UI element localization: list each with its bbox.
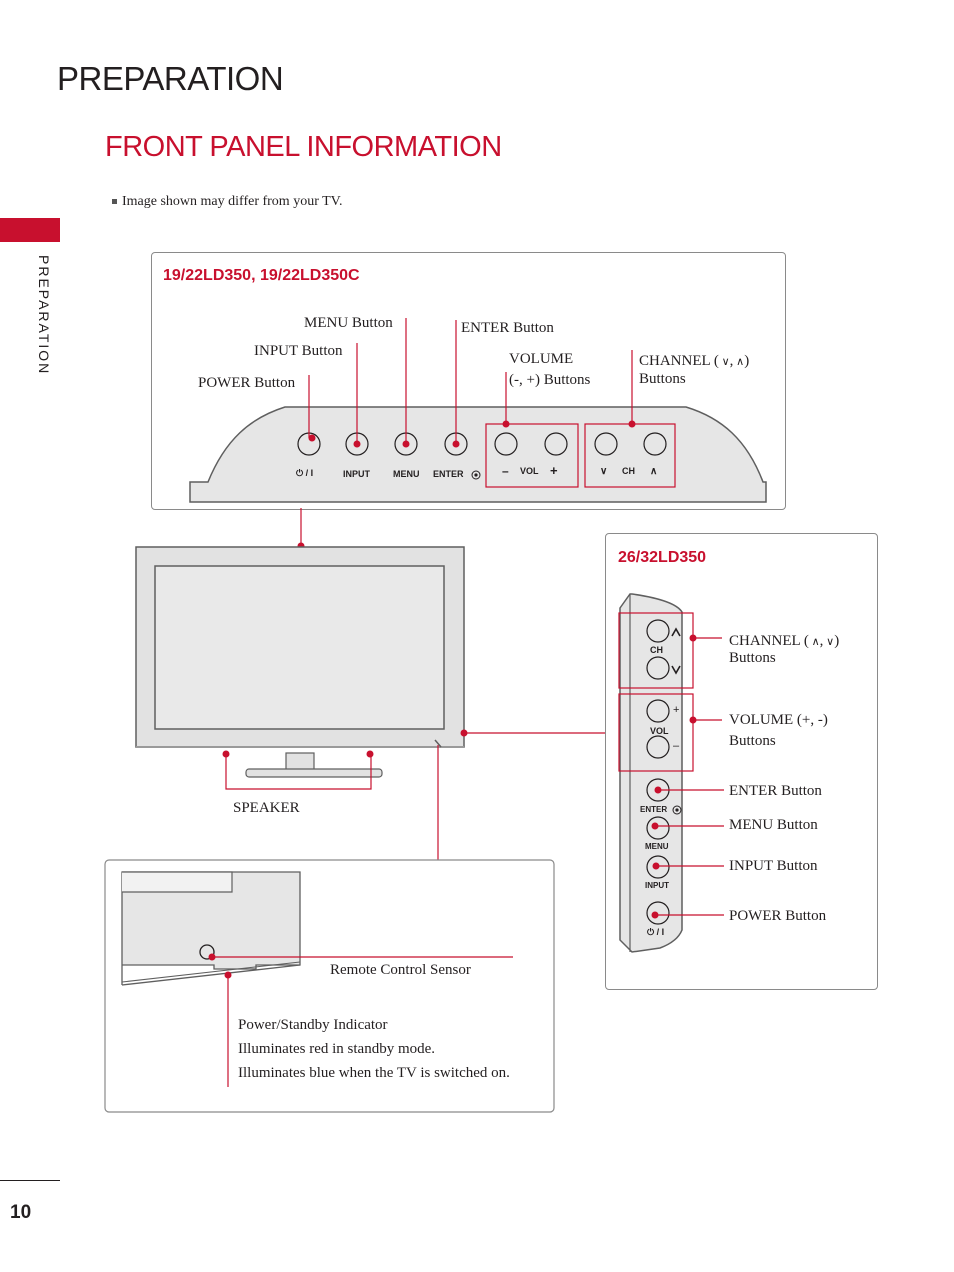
side-menu-button-shape [646, 816, 670, 840]
image-note-text: Image shown may differ from your TV. [122, 194, 343, 209]
side-label-menu: MENU Button [729, 817, 818, 833]
section-title: PREPARATION [57, 60, 284, 97]
top-ch-down-legend: ∨ [600, 466, 608, 477]
label-menu-button: MENU Button [304, 315, 393, 331]
side-label-input: INPUT Button [729, 858, 818, 874]
footer-rule [0, 1180, 60, 1181]
label-channel-open: CHANNEL ( [639, 353, 719, 369]
side-vol-highlight-box [618, 693, 694, 772]
side-label-channel-line1: CHANNEL ( ∧, ∨) [729, 633, 840, 649]
label-indicator-title: Power/Standby Indicator [238, 1017, 388, 1033]
side-label-volume-line1: VOLUME (+, -) [729, 712, 828, 728]
side-label-channel-open: CHANNEL ( [729, 633, 809, 649]
label-channel-line2: Buttons [639, 371, 686, 387]
label-channel-line1: CHANNEL ( ∨, ∧) [639, 353, 750, 369]
label-indicator-line2: Illuminates blue when the TV is switched… [238, 1065, 510, 1081]
top-input-legend: INPUT [343, 469, 370, 479]
label-input-button: INPUT Button [254, 343, 343, 359]
panel-top-title: 19/22LD350, 19/22LD350C [163, 267, 360, 284]
page-number: 10 [10, 1202, 32, 1223]
side-ch-highlight-box [618, 612, 694, 689]
side-minus-legend: – [673, 740, 680, 752]
side-menu-legend: MENU [645, 842, 669, 851]
top-ch-up-button-shape [643, 432, 667, 456]
side-ch-up-button-shape [646, 619, 670, 643]
label-speaker: SPEAKER [233, 800, 300, 816]
side-tab-marker [0, 218, 60, 242]
label-enter-button: ENTER Button [461, 320, 554, 336]
label-power-button: POWER Button [198, 375, 296, 391]
top-vol-minus-button-shape [494, 432, 518, 456]
panel-side-title: 26/32LD350 [618, 549, 707, 566]
top-ch-up-legend: ∧ [650, 466, 658, 477]
panel-26-32ld350 [605, 533, 878, 990]
side-input-legend: INPUT [645, 881, 669, 890]
bullet-square-icon [112, 199, 117, 205]
top-ch-down-button-shape [594, 432, 618, 456]
side-power-button-shape [646, 901, 670, 925]
side-power-legend: ⏻ / I [647, 927, 665, 937]
top-vol-minus-legend: – [502, 464, 509, 478]
top-enter-legend: ENTER [433, 469, 464, 479]
side-tab-label: PREPARATION [36, 255, 52, 376]
top-vol-legend: VOL [520, 466, 539, 476]
top-ch-legend: CH [622, 466, 635, 476]
side-vol-plus-button-shape [646, 699, 670, 723]
side-label-channel-comma: , [819, 633, 824, 649]
tv-stand-shape [245, 768, 383, 778]
side-label-channel-close: ) [834, 633, 840, 649]
side-label-volume-line2: Buttons [729, 733, 776, 749]
label-volume-line2: (-, +) Buttons [509, 372, 591, 388]
side-ch-legend: CH [650, 645, 663, 655]
side-label-channel-line2: Buttons [729, 650, 776, 666]
label-channel-comma: , [729, 353, 734, 369]
side-ch-up-chevron-icon [671, 627, 681, 637]
enter-dot-icon [471, 470, 481, 480]
panel-bottom-border [104, 859, 555, 1113]
side-label-power: POWER Button [729, 908, 827, 924]
image-note: Image shown may differ from your TV. [112, 194, 342, 210]
side-vol-legend: VOL [650, 726, 669, 736]
top-vol-plus-legend: + [550, 463, 558, 478]
side-ch-down-chevron-icon [671, 665, 681, 675]
top-vol-plus-button-shape [544, 432, 568, 456]
side-label-enter: ENTER Button [729, 783, 822, 799]
label-volume-line1: VOLUME [509, 351, 574, 367]
label-remote-sensor: Remote Control Sensor [330, 962, 471, 978]
side-enter-legend: ENTER [640, 805, 668, 814]
tv-screen-shape [154, 565, 445, 730]
side-vol-minus-button-shape [646, 735, 670, 759]
label-channel-close: ) [744, 353, 750, 369]
label-indicator-line1: Illuminates red in standby mode. [238, 1041, 436, 1057]
top-power-legend: ⏻ / I [296, 468, 314, 478]
top-vol-highlight-box [485, 423, 579, 488]
top-menu-legend: MENU [393, 469, 420, 479]
page-heading: FRONT PANEL INFORMATION [105, 131, 502, 163]
side-ch-down-button-shape [646, 656, 670, 680]
side-plus-legend: + [673, 704, 680, 716]
tv-top-edge-shape [189, 406, 767, 503]
